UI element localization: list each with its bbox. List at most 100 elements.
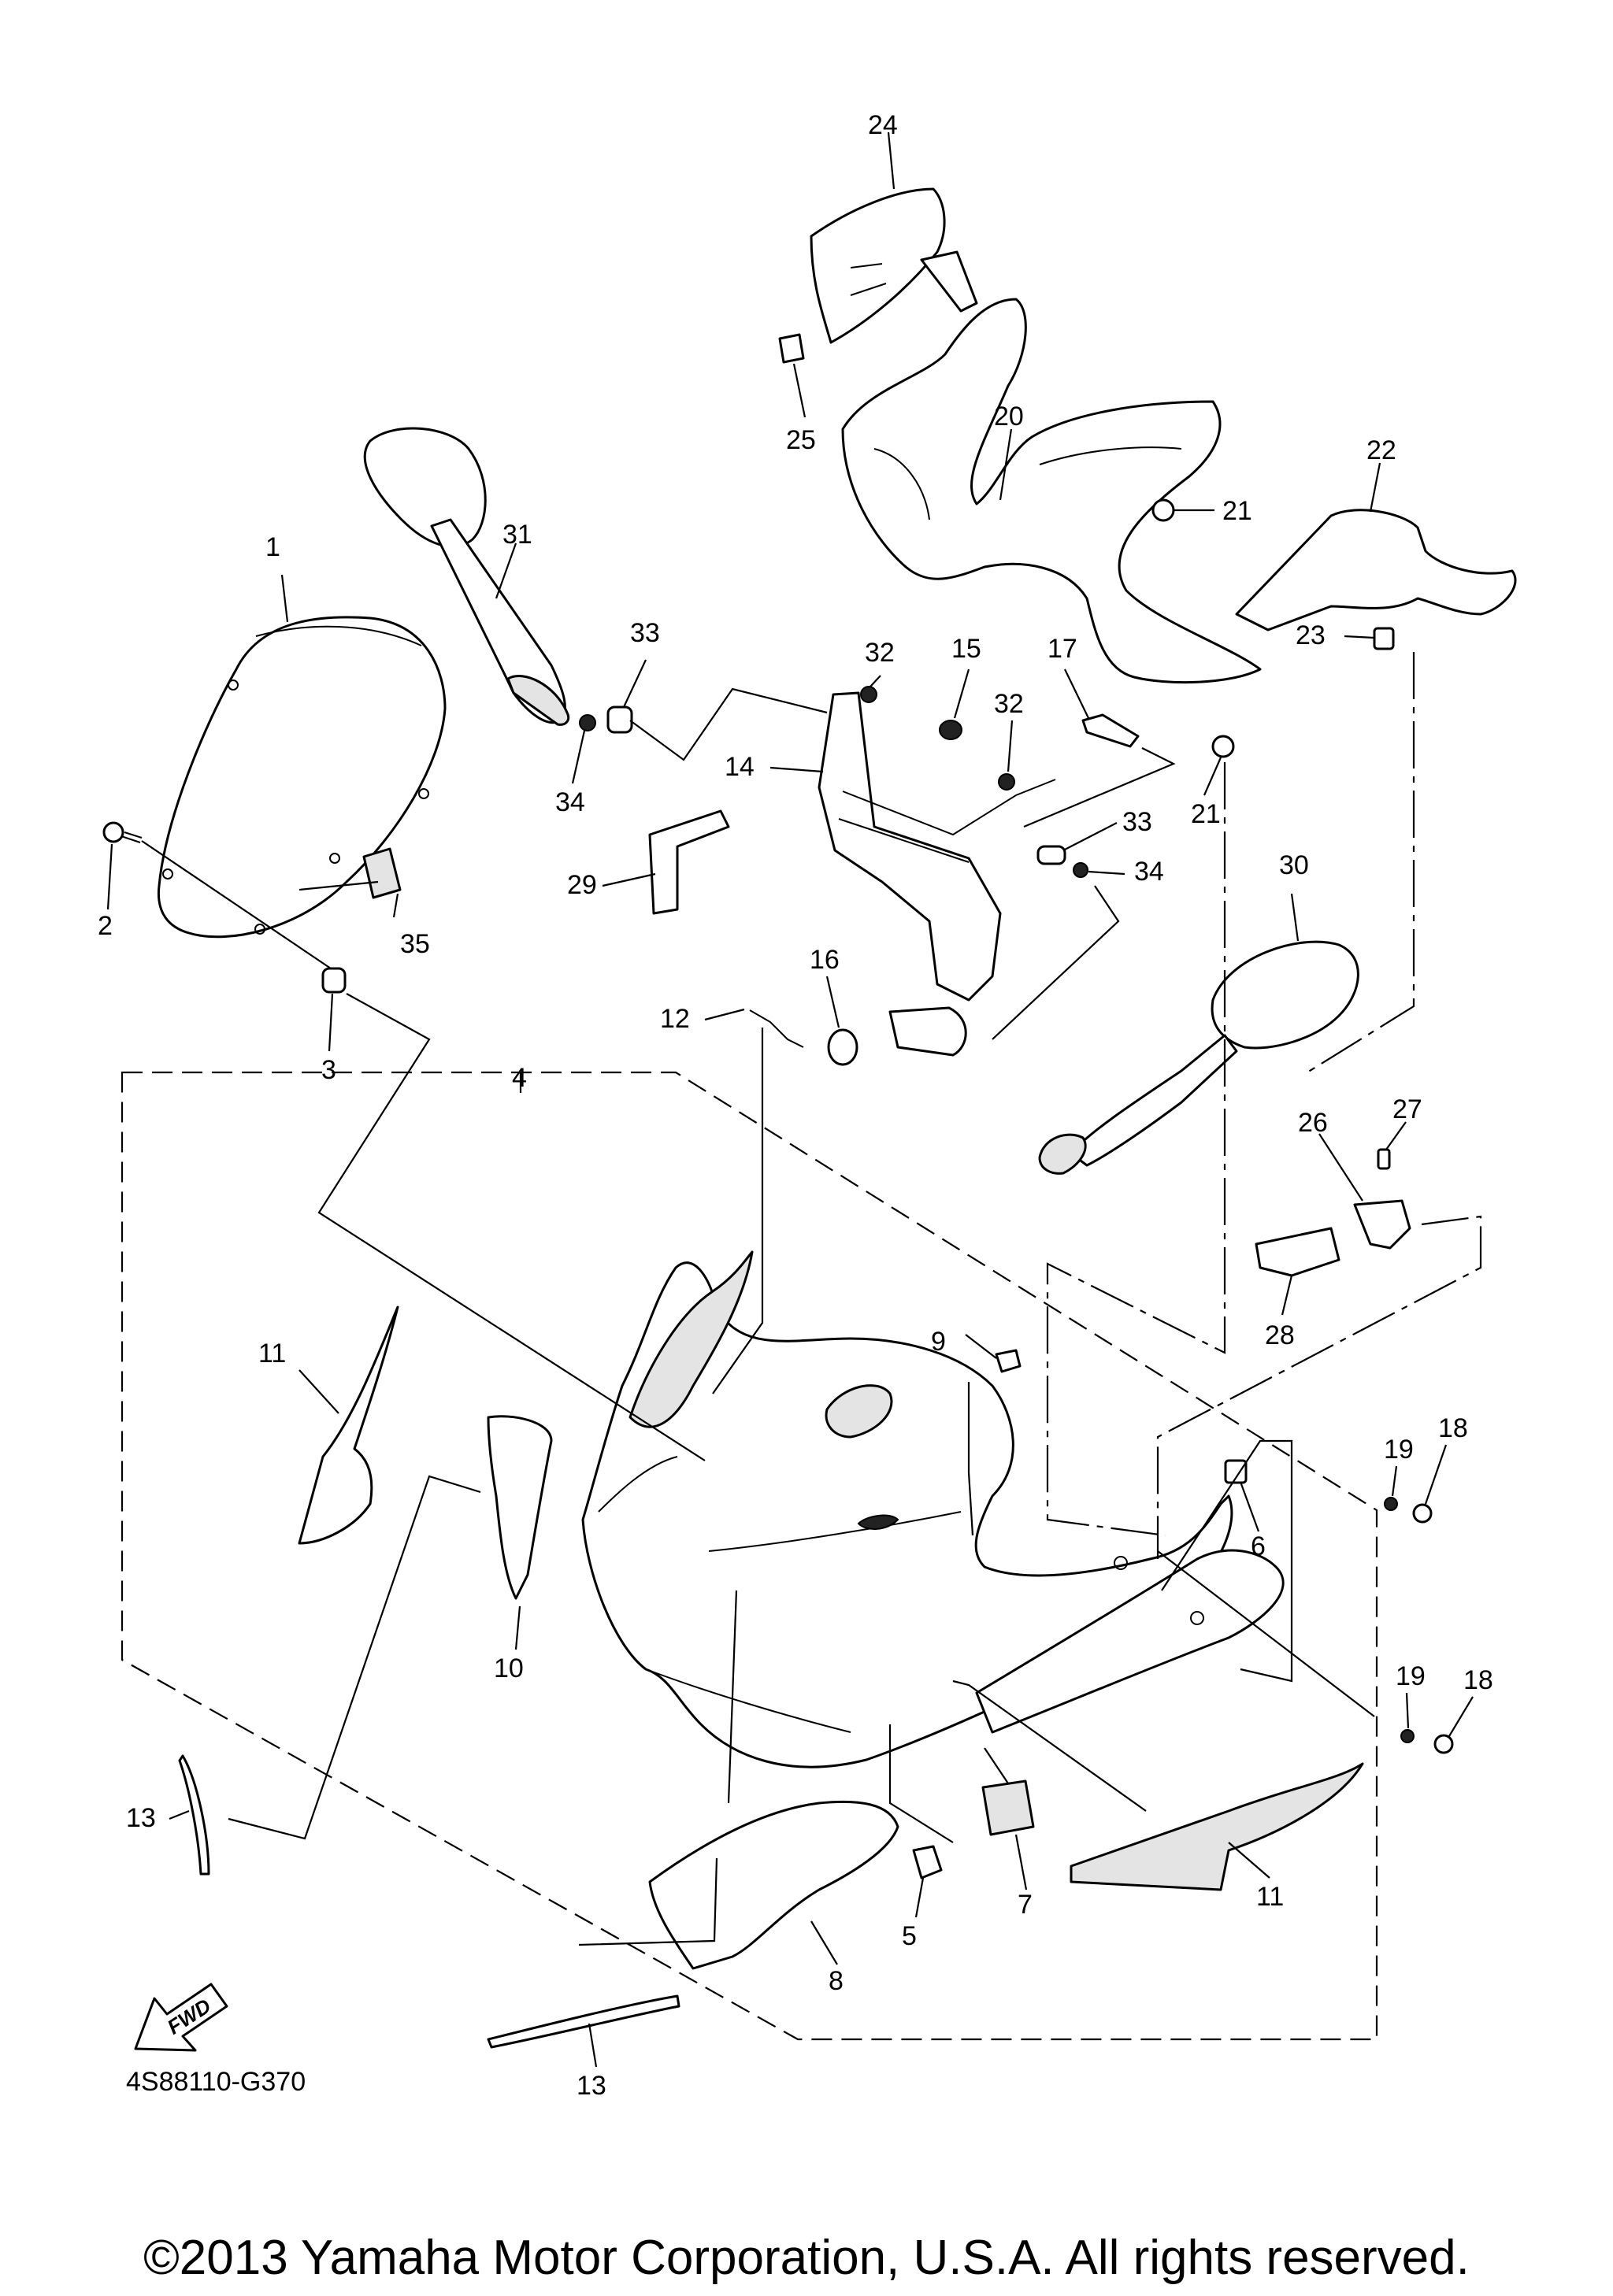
ref-dashdot-21	[1046, 762, 1226, 1537]
callouts: 1 2 3 4 5 6 7 8 9 10 11 11 12 13 13 14 1…	[98, 110, 1493, 2101]
damper-16-plate	[888, 1006, 967, 1057]
windscreen-hole	[254, 924, 265, 935]
ref-line-6	[1161, 1439, 1293, 1683]
callout-21-a: 21	[1222, 496, 1252, 526]
callout-26: 26	[1298, 1108, 1328, 1138]
washer-19-a	[1384, 1497, 1398, 1511]
callout-30: 30	[1279, 850, 1309, 880]
leader-16	[825, 976, 840, 1028]
callout-27: 27	[1392, 1094, 1422, 1124]
headlight-eye	[857, 1514, 899, 1530]
windscreen-hole	[162, 868, 173, 880]
inner-panel-20	[841, 298, 1262, 684]
screw-21-b	[1211, 735, 1235, 758]
leader-2	[106, 843, 113, 910]
windscreen-edge	[255, 625, 422, 646]
mirror-30-stem	[1070, 1034, 1238, 1167]
callout-14: 14	[725, 752, 755, 782]
callout-34-b: 34	[1134, 857, 1164, 887]
ref-line-19a	[1157, 1550, 1375, 1717]
side-cowl-8	[648, 1800, 899, 1970]
ref-line-windscreen	[317, 993, 706, 1461]
callout-9: 9	[931, 1327, 946, 1357]
callout-10: 10	[494, 1653, 524, 1683]
callout-18-a: 18	[1438, 1413, 1468, 1443]
nut-23	[1373, 627, 1395, 650]
mirror-30-base	[1038, 1133, 1087, 1175]
screw-21-a	[1151, 498, 1175, 522]
windscreen-hole	[228, 680, 239, 691]
leader-2-3	[141, 840, 332, 969]
leader-11a	[298, 1369, 339, 1414]
leader-35	[298, 880, 399, 918]
leader-1	[280, 574, 289, 623]
leader-19b	[1405, 1692, 1410, 1729]
screw-18-b	[1433, 1734, 1454, 1754]
grommet-15	[939, 720, 962, 740]
bolt-17	[1081, 713, 1140, 748]
callout-24: 24	[868, 110, 898, 140]
bracket-26	[1353, 1199, 1411, 1250]
bracket-7	[981, 1779, 1035, 1836]
leader-8	[810, 1920, 838, 1965]
callout-11-left: 11	[258, 1339, 286, 1368]
callout-15: 15	[951, 634, 981, 664]
callout-35: 35	[400, 929, 430, 959]
callout-22: 22	[1366, 435, 1396, 465]
plate-33-b	[1036, 845, 1066, 865]
garnish-10	[487, 1415, 553, 1600]
windscreen	[157, 616, 447, 939]
leader-34b	[1088, 870, 1125, 876]
pad-35	[362, 847, 402, 899]
mirror-31-base	[506, 675, 570, 726]
emblem-11-right	[1070, 1762, 1364, 1891]
ref-line-13-bottom	[578, 1857, 718, 1946]
callout-32-b: 32	[994, 689, 1024, 719]
leader-13b	[588, 2023, 598, 2068]
mirror-30-head	[1211, 940, 1359, 1050]
leader-32b	[1007, 720, 1014, 772]
nut-32-b	[998, 773, 1015, 791]
leader-21b	[1203, 757, 1222, 796]
callout-33-b: 33	[1122, 807, 1152, 837]
leader-19a	[1391, 1465, 1398, 1497]
ref-line-12	[712, 1028, 764, 1394]
grommet-34-b	[1073, 862, 1088, 878]
cowling-hole	[1190, 1611, 1204, 1625]
callout-7: 7	[1018, 1890, 1033, 1920]
meter-cover-24-tab	[920, 250, 978, 313]
ref-dashdot-26	[1156, 1215, 1482, 1559]
callout-13-bottom: 13	[577, 2071, 606, 2101]
callout-16: 16	[810, 945, 840, 975]
copyright-notice: ©2013 Yamaha Motor Corporation, U.S.A. A…	[143, 2231, 1470, 2285]
leader-17	[1064, 668, 1089, 719]
duct-opening	[825, 1384, 893, 1439]
side-cover-22	[1235, 509, 1517, 631]
callout-20: 20	[994, 402, 1024, 431]
plate-33	[606, 705, 633, 734]
screw-2-shank	[121, 831, 143, 843]
damper-16	[827, 1028, 858, 1066]
leader-9	[965, 1334, 997, 1359]
leader-15	[953, 668, 970, 719]
ref-line-9	[967, 1382, 974, 1536]
leader-13a	[169, 1809, 190, 1820]
bracket-29	[648, 809, 730, 915]
inner-panel-20-detail	[873, 446, 1182, 520]
ref-dashdot-23	[1303, 652, 1415, 1076]
callout-13-left: 13	[126, 1803, 156, 1833]
assembly-box-4	[121, 1071, 1378, 2041]
callout-31: 31	[502, 520, 532, 550]
leader-29	[602, 872, 656, 887]
leader-24	[887, 131, 895, 190]
ref-line-13-left	[228, 1475, 481, 1840]
callout-32-a: 32	[865, 638, 895, 668]
ref-line-7	[888, 1724, 1009, 1843]
bolt-9	[995, 1349, 1022, 1373]
callout-3: 3	[321, 1055, 336, 1085]
callout-34-a: 34	[555, 787, 585, 817]
nut-6	[1224, 1459, 1248, 1484]
leader-7	[1014, 1834, 1028, 1890]
strip-13-left	[178, 1754, 210, 1876]
ref-line-mirror31	[629, 687, 828, 761]
